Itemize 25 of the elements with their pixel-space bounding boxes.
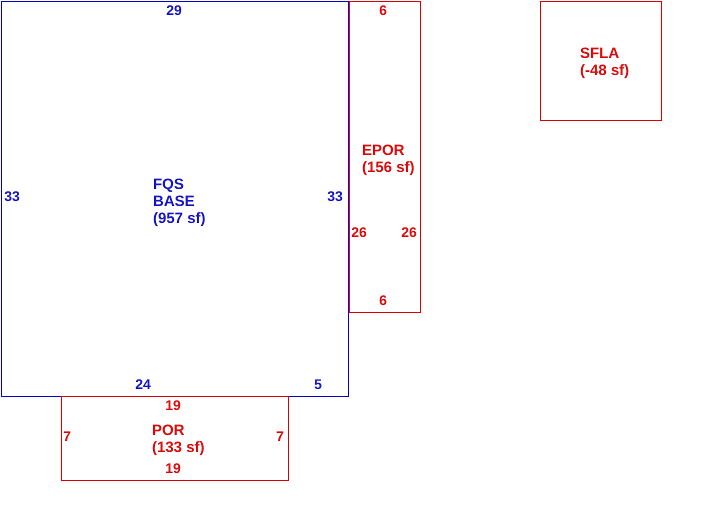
area-outline (540, 1, 662, 121)
dimension-label: 19 (165, 460, 181, 476)
dimension-label: 6 (379, 2, 387, 18)
dimension-label: 29 (166, 2, 182, 18)
area-size: (-48 sf) (580, 62, 630, 79)
dimension-label: 26 (351, 224, 367, 240)
dimension-label: 19 (165, 397, 181, 413)
area-outline (1, 1, 349, 397)
dimension-label: 33 (4, 188, 20, 204)
dimension-label: 24 (135, 376, 151, 392)
dimension-label: 7 (276, 428, 284, 444)
area-outline (349, 1, 421, 313)
dimension-label: 26 (401, 224, 417, 240)
area-size: (133 sf) (152, 439, 205, 456)
area-name: POR (152, 422, 186, 439)
area-size: (957 sf) (153, 210, 206, 227)
area-size: (156 sf) (362, 159, 415, 176)
dimension-label: 33 (327, 188, 343, 204)
dimension-label: 5 (314, 376, 322, 392)
area-name: FQS BASE (153, 176, 195, 210)
dimension-label: 7 (63, 428, 71, 444)
area-name: EPOR (362, 142, 406, 159)
dimension-label: 6 (379, 292, 387, 308)
area-name: SFLA (580, 45, 620, 62)
area-outline (61, 396, 289, 481)
